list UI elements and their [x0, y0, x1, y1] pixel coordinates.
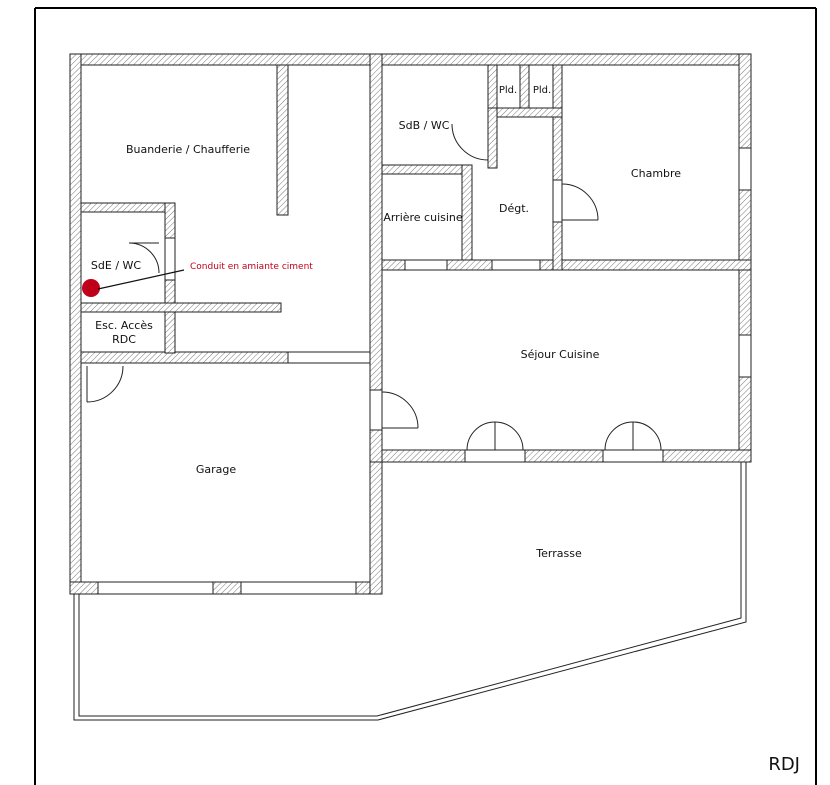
- room-label-esc-rdc: RDC: [112, 333, 136, 346]
- drawing-frame: [34, 7, 817, 785]
- openings: [97, 147, 752, 595]
- room-label-sde-wc: SdE / WC: [91, 259, 141, 272]
- interior-walls: [80, 53, 752, 463]
- room-label-pld-1: Pld.: [499, 85, 517, 96]
- room-label-terrasse: Terrasse: [535, 547, 582, 560]
- asbestos-duct-marker: [82, 269, 185, 297]
- duct-dot: [82, 279, 100, 297]
- room-label-chambre: Chambre: [631, 167, 681, 180]
- asbestos-duct-label: Conduit en amiante ciment: [190, 262, 313, 272]
- room-label-buanderie: Buanderie / Chaufferie: [126, 143, 250, 156]
- terrace-outline: [73, 462, 747, 721]
- room-label-degt: Dégt.: [499, 202, 529, 215]
- room-label-sejour-cuisine: Séjour Cuisine: [521, 348, 600, 361]
- doors: [86, 123, 662, 451]
- level-tag: RDJ: [768, 754, 800, 775]
- leader-line: [97, 269, 185, 290]
- room-label-sdb-wc: SdB / WC: [399, 119, 450, 132]
- room-label-arriere-cuisine: Arrière cuisine: [383, 211, 463, 224]
- room-label-pld-2: Pld.: [533, 85, 551, 96]
- room-label-esc-acces: Esc. Accès: [95, 319, 153, 332]
- room-label-garage: Garage: [196, 463, 237, 476]
